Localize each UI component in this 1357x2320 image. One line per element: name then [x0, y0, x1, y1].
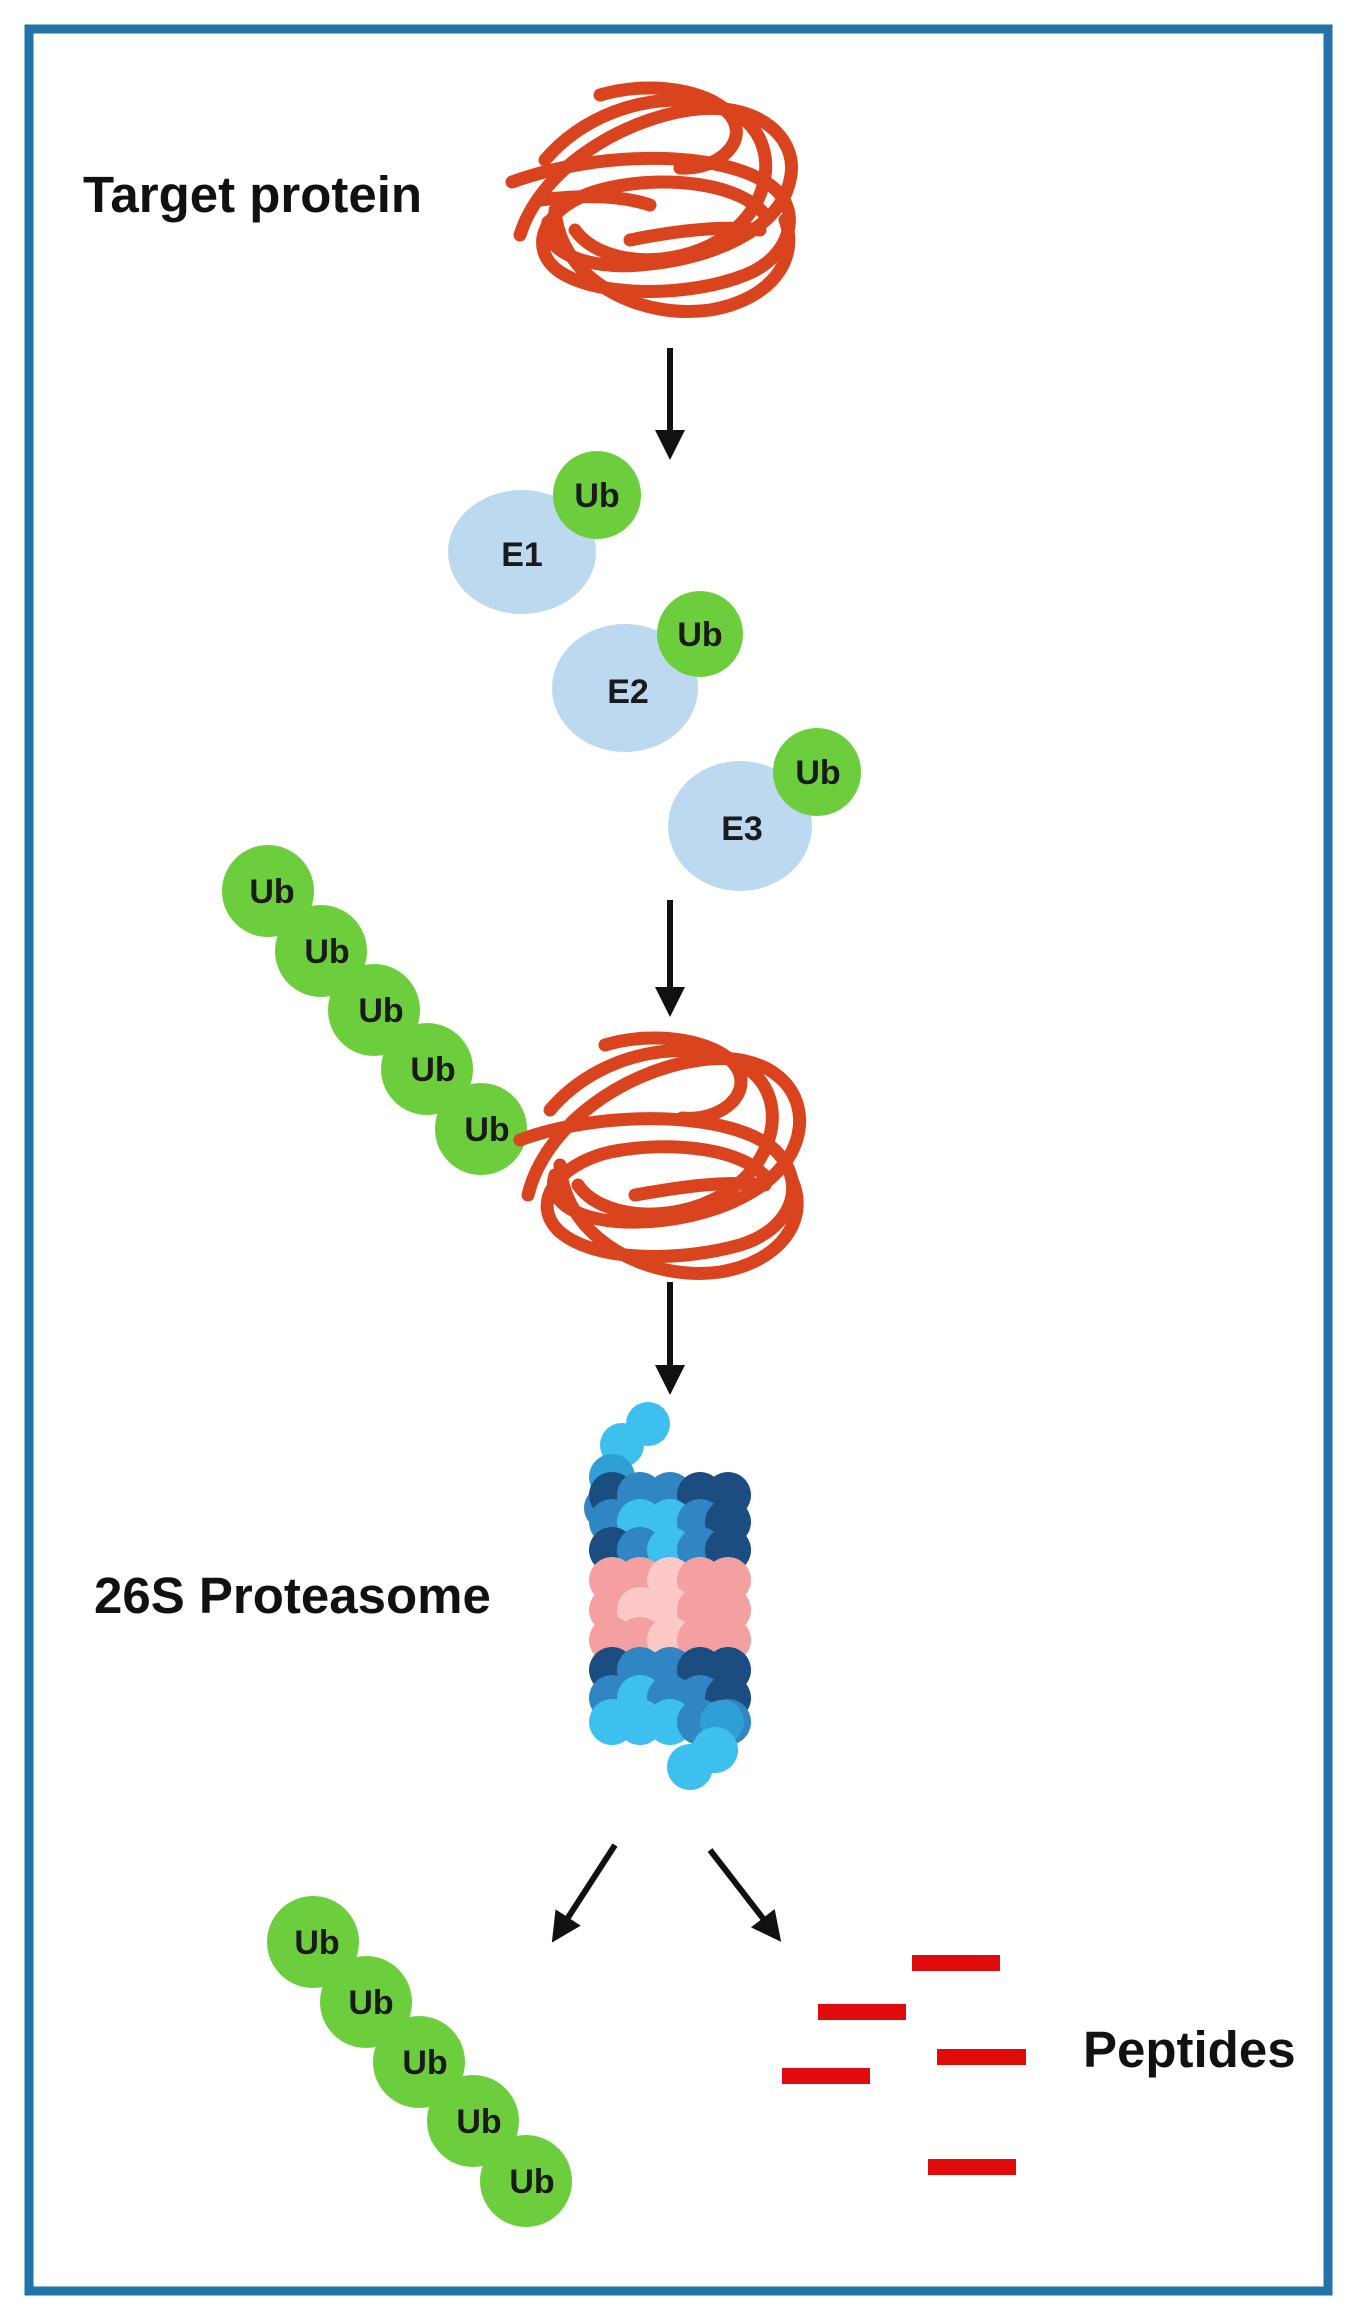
peptide-fragment [818, 2004, 906, 2020]
e3-ubiquitin: Ub [773, 728, 861, 816]
peptide-fragment [928, 2159, 1016, 2175]
e1-ubiquitin: Ub [553, 451, 641, 539]
ubiquitin-chain-released-ub-1: Ub [267, 1896, 359, 1988]
ubiquitin-chain-attached: Ub Ub Ub Ub Ub [222, 845, 527, 1175]
e1-label: E1 [501, 536, 543, 574]
ubiquitin-chain-released-ub-5: Ub [480, 2135, 572, 2227]
svg-text:Ub: Ub [249, 873, 294, 911]
peptides-group [782, 1955, 1026, 2175]
e2-ub-label: Ub [677, 616, 722, 654]
proteasome-label: 26S Proteasome [94, 1567, 491, 1624]
target-protein-label: Target protein [83, 166, 422, 223]
svg-text:Ub: Ub [464, 1111, 509, 1149]
e2-label: E2 [607, 673, 649, 711]
svg-text:Ub: Ub [456, 2103, 501, 2141]
ubiquitin-chain-attached-ub-1: Ub [222, 845, 314, 937]
target-protein-icon [505, 81, 798, 318]
svg-text:Ub: Ub [509, 2163, 554, 2201]
peptide-fragment [937, 2049, 1026, 2065]
e2-enzyme: E2 [552, 624, 698, 752]
ubiquitin-chain-released-ub-3: Ub [373, 2016, 465, 2108]
arrow-to-peptides [707, 1848, 782, 1942]
svg-text:Ub: Ub [304, 933, 349, 971]
ubiquitinated-protein-icon [513, 1031, 806, 1280]
ubiquitin-chain-released-ub-2: Ub [320, 1956, 412, 2048]
svg-text:Ub: Ub [358, 992, 403, 1030]
e1-ub-label: Ub [574, 477, 619, 515]
ubiquitin-chain-released-ub-4: Ub [427, 2075, 519, 2167]
ubiquitin-chain-attached-ub-2: Ub [275, 905, 367, 997]
peptides-label: Peptides [1083, 2021, 1296, 2078]
svg-text:Ub: Ub [348, 1984, 393, 2022]
e2-ubiquitin: Ub [657, 591, 743, 677]
ubiquitin-chain-attached-ub-4: Ub [381, 1023, 473, 1115]
peptide-fragment [912, 1955, 1000, 1971]
svg-text:Ub: Ub [294, 1924, 339, 1962]
ubiquitin-chain-attached-ub-3: Ub [328, 964, 420, 1056]
svg-text:Ub: Ub [410, 1051, 455, 1089]
e1-enzyme: E1 [448, 490, 596, 614]
proteasome-icon [584, 1402, 751, 1790]
ubiquitin-chain-released: Ub Ub Ub Ub Ub [267, 1896, 572, 2227]
peptide-fragment [782, 2068, 870, 2084]
e3-ub-label: Ub [795, 754, 840, 792]
ubiquitin-chain-attached-ub-5: Ub [435, 1083, 527, 1175]
svg-text:Ub: Ub [402, 2044, 447, 2082]
frame-border [24, 24, 1333, 2296]
arrow-to-free-ubiquitin [551, 1843, 618, 1943]
e3-enzyme: E3 [668, 761, 812, 891]
e3-label: E3 [721, 810, 763, 848]
